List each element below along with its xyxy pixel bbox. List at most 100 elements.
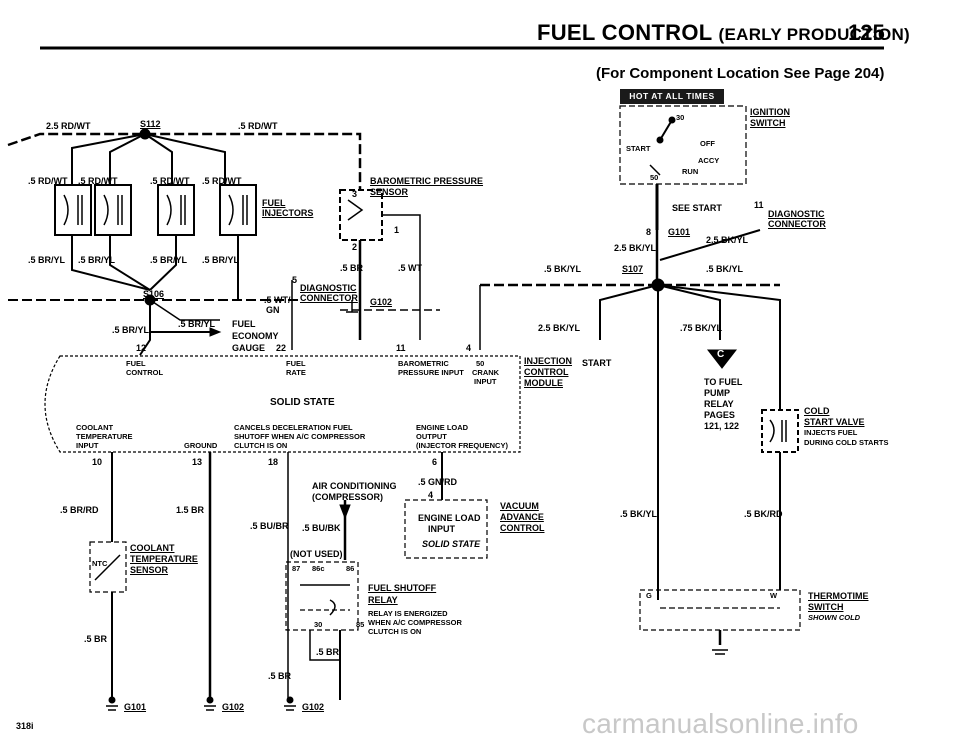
pin-10: 10 bbox=[92, 457, 103, 467]
ign-pos-off: OFF bbox=[700, 139, 715, 148]
wire-5-bkrd: .5 BK/RD bbox=[744, 509, 783, 519]
mod-fuel-control-2: CONTROL bbox=[126, 368, 164, 377]
ign-terminal-50: 50 bbox=[650, 173, 659, 182]
mod-crank-3: INPUT bbox=[474, 377, 497, 386]
title-sub: (EARLY PRODUCTION) bbox=[718, 25, 911, 44]
mod-coolant-in-3: INPUT bbox=[76, 441, 99, 450]
ntc-label: NTC bbox=[92, 559, 108, 568]
cold-start-valve bbox=[761, 409, 799, 453]
splice-s106-label: S106 bbox=[143, 289, 165, 299]
mod-engine-load-1: ENGINE LOAD bbox=[416, 423, 469, 432]
pin-11-right: 11 bbox=[754, 200, 764, 210]
pin-5: 5 bbox=[292, 275, 298, 285]
injector-2 bbox=[94, 184, 132, 236]
ignition-label-1: IGNITION bbox=[750, 107, 790, 117]
ground-g102-top: G102 bbox=[370, 297, 393, 307]
relay-pin-30: 30 bbox=[314, 620, 323, 629]
ign-pos-run: RUN bbox=[682, 167, 699, 176]
wire-5-bryl-2: .5 BR/YL bbox=[78, 255, 116, 265]
ac-label-1: AIR CONDITIONING bbox=[312, 481, 397, 491]
wire-5-bryl-5: .5 BR/YL bbox=[112, 325, 150, 335]
vacuum-advance-box bbox=[404, 499, 488, 559]
wire-5-bkyl-low: .5 BK/YL bbox=[620, 509, 658, 519]
icm-label-1: INJECTION bbox=[524, 356, 573, 366]
mod-cancels-3: CLUTCH IS ON bbox=[234, 441, 288, 450]
start-label: START bbox=[582, 358, 612, 368]
fuel-pump-label-5: 121, 122 bbox=[704, 421, 740, 431]
economy-label-2: ECONOMY bbox=[232, 331, 279, 341]
mod-solid-state: SOLID STATE bbox=[270, 397, 335, 408]
splice-s112-label: S112 bbox=[140, 119, 161, 129]
icm-label-2: CONTROL bbox=[524, 367, 569, 377]
ign-terminal-30: 30 bbox=[676, 113, 685, 122]
wire-5-bubr: .5 BU/BR bbox=[250, 521, 289, 531]
thermo-terminal-w: W bbox=[770, 591, 778, 600]
diag-conn-right-2: CONNECTOR bbox=[768, 219, 826, 229]
fuel-shutoff-relay bbox=[285, 561, 359, 631]
vac-box-label-2: INPUT bbox=[428, 524, 455, 534]
baro-sensor-label-2: SENSOR bbox=[370, 187, 409, 197]
ac-label-2: (COMPRESSOR) bbox=[312, 492, 384, 502]
connector-c-triangle bbox=[706, 349, 738, 369]
vac-box-label-1: ENGINE LOAD bbox=[418, 513, 481, 523]
mod-fuel-control-1: FUEL bbox=[126, 359, 146, 368]
location-note: (For Component Location See Page 204) bbox=[596, 65, 885, 82]
pin-12: 12 bbox=[136, 343, 147, 353]
wire-5-rdwt-2: .5 RD/WT bbox=[78, 176, 118, 186]
hot-at-all-times-badge: HOT AT ALL TIMES bbox=[620, 89, 724, 104]
page-number: 125 bbox=[848, 20, 885, 45]
wire-5-gnrd: .5 GN/RD bbox=[418, 477, 458, 487]
mod-engine-load-2: OUTPUT bbox=[416, 432, 447, 441]
cold-start-label-2: START VALVE bbox=[804, 417, 865, 427]
wire-75-bkyl: .75 BK/YL bbox=[680, 323, 723, 333]
ign-pos-accy: ACCY bbox=[698, 156, 720, 165]
mod-crank-2: CRANK bbox=[472, 368, 500, 377]
ignition-switch-box bbox=[619, 105, 747, 185]
ignition-label-2: SWITCH bbox=[750, 118, 786, 128]
connector-c-label: C bbox=[717, 349, 725, 360]
pin-3: 3 bbox=[352, 189, 358, 199]
wire-5-br-relay: .5 BR bbox=[316, 647, 340, 657]
pin-22: 22 bbox=[276, 343, 287, 353]
relay-pin-87: 87 bbox=[292, 564, 301, 573]
wire-5-bryl-6: .5 BR/YL bbox=[178, 319, 216, 329]
fuel-pump-label-2: PUMP bbox=[704, 388, 731, 398]
pin-8: 8 bbox=[646, 227, 652, 237]
baro-sensor-label-1: BAROMETRIC PRESSURE bbox=[370, 176, 484, 186]
wire-5-rdwt-top: .5 RD/WT bbox=[238, 121, 278, 131]
wire-5-bkyl-right: .5 BK/YL bbox=[706, 264, 744, 274]
wire-5-bryl-4: .5 BR/YL bbox=[202, 255, 240, 265]
wire-25-rdwt: 2.5 RD/WT bbox=[46, 121, 91, 131]
coolant-sensor-label-1: COOLANT bbox=[130, 543, 175, 553]
mod-coolant-in-1: COOLANT bbox=[76, 423, 114, 432]
mod-baro-in-1: BAROMETRIC bbox=[398, 359, 449, 368]
model-code: 318i bbox=[16, 721, 34, 731]
pin-18: 18 bbox=[268, 457, 279, 467]
wire-5-rdwt-1: .5 RD/WT bbox=[28, 176, 68, 186]
wire-25-bkyl-3: 2.5 BK/YL bbox=[538, 323, 581, 333]
pin-4: 4 bbox=[466, 343, 472, 353]
wire-5-rdwt-3: .5 RD/WT bbox=[150, 176, 190, 186]
relay-pin-85: 85 bbox=[356, 620, 365, 629]
pin-1: 1 bbox=[394, 225, 400, 235]
fuel-pump-label-4: PAGES bbox=[704, 410, 735, 420]
mod-engine-load-3: (INJECTOR FREQUENCY) bbox=[416, 441, 508, 450]
pin-2: 2 bbox=[352, 242, 358, 252]
wire-15-br: 1.5 BR bbox=[176, 505, 205, 515]
wire-25-bkyl-1: 2.5 BK/YL bbox=[706, 235, 749, 245]
cold-start-label-1: COLD bbox=[804, 406, 830, 416]
coolant-sensor bbox=[89, 541, 127, 593]
economy-label-3: GAUGE bbox=[232, 343, 266, 353]
watermark: carmanualsonline.info bbox=[582, 708, 859, 739]
mod-ground: GROUND bbox=[184, 441, 218, 450]
page-title: FUEL CONTROL (EARLY PRODUCTION) bbox=[537, 22, 910, 44]
relay-pin-86c: 86c bbox=[312, 564, 325, 573]
wire-5-rdwt-4: .5 RD/WT bbox=[202, 176, 242, 186]
wire-25-bkyl-2: 2.5 BK/YL bbox=[614, 243, 657, 253]
cold-start-label-4: DURING COLD STARTS bbox=[804, 438, 889, 447]
ground-g102-bottom-1: G102 bbox=[222, 702, 245, 712]
pin-13: 13 bbox=[192, 457, 203, 467]
thermo-label-1: THERMOTIME bbox=[808, 591, 869, 601]
relay-not-used: (NOT USED) bbox=[290, 549, 343, 559]
